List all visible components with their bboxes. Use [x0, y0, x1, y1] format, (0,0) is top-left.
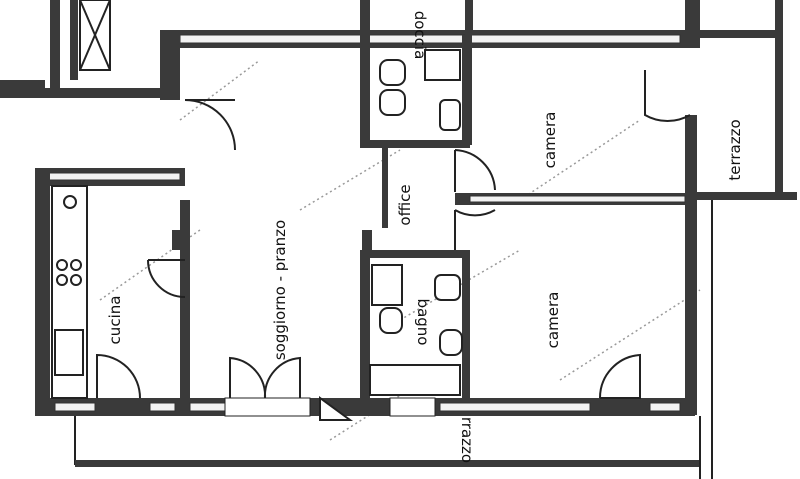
walls	[35, 0, 797, 479]
doors	[96, 70, 691, 399]
label-shower: doccia	[411, 11, 429, 60]
stair-block	[0, 0, 160, 98]
label-living: soggiorno - pranzo	[271, 220, 289, 360]
label-bedroom-bottom: camera	[544, 292, 562, 349]
label-bedroom-top: camera	[541, 112, 559, 169]
fixtures	[51, 49, 463, 421]
label-bathroom: bagno	[414, 299, 432, 346]
label-office: office	[396, 184, 414, 225]
label-terrace-bottom: rrazzo	[458, 417, 476, 463]
room-labels: cucina soggiorno - pranzo doccia office …	[106, 11, 744, 463]
label-terrace-right: terrazzo	[726, 119, 744, 180]
label-kitchen: cucina	[106, 296, 124, 345]
